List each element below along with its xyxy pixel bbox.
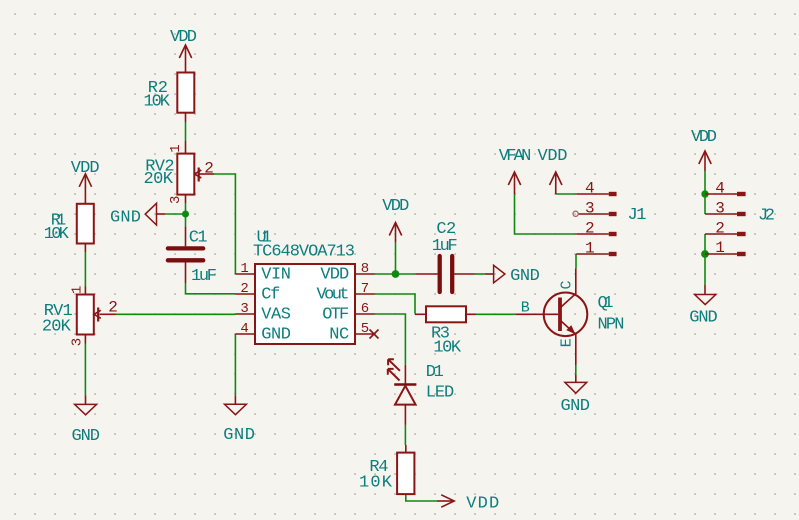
svg-text:Vout: Vout: [317, 286, 350, 305]
svg-text:3: 3: [70, 338, 86, 346]
svg-text:4: 4: [715, 179, 725, 197]
svg-text:LED: LED: [426, 384, 454, 403]
svg-text:J2: J2: [758, 207, 775, 226]
svg-text:J1: J1: [628, 206, 647, 225]
svg-text:2: 2: [715, 219, 725, 237]
svg-text:20K: 20K: [144, 170, 174, 189]
svg-text:RV2: RV2: [145, 158, 174, 177]
svg-text:R4: R4: [369, 458, 388, 477]
svg-text:NC: NC: [329, 326, 349, 345]
svg-text:C: C: [559, 280, 576, 289]
svg-text:10K: 10K: [359, 474, 393, 493]
svg-text:VDD: VDD: [170, 28, 197, 47]
svg-text:R2: R2: [148, 79, 168, 98]
svg-text:1: 1: [585, 239, 595, 257]
svg-text:VFAN: VFAN: [499, 147, 532, 166]
svg-text:GND: GND: [223, 426, 255, 445]
svg-text:R1: R1: [51, 212, 66, 231]
svg-text:3: 3: [585, 199, 595, 217]
svg-text:OTF: OTF: [322, 306, 349, 325]
svg-text:U1: U1: [257, 229, 273, 248]
svg-text:VDD: VDD: [71, 159, 100, 178]
svg-text:1uF: 1uF: [432, 237, 458, 256]
svg-text:GND: GND: [261, 326, 291, 345]
svg-text:3: 3: [240, 301, 248, 317]
svg-text:E: E: [559, 338, 576, 347]
svg-text:6: 6: [361, 301, 369, 317]
svg-text:Q1: Q1: [598, 294, 614, 313]
svg-text:4: 4: [240, 321, 248, 337]
svg-text:5: 5: [361, 321, 369, 337]
svg-text:7: 7: [361, 281, 369, 297]
svg-text:RV1: RV1: [44, 302, 73, 321]
svg-text:1: 1: [168, 144, 184, 152]
svg-text:D1: D1: [426, 363, 444, 382]
svg-text:GND: GND: [110, 209, 141, 228]
svg-text:B: B: [521, 300, 530, 317]
svg-text:1uF: 1uF: [191, 267, 217, 286]
svg-text:VAS: VAS: [261, 306, 291, 325]
svg-text:C1: C1: [189, 229, 208, 248]
svg-text:10K: 10K: [144, 93, 171, 112]
svg-text:2: 2: [108, 298, 118, 316]
svg-text:VDD: VDD: [320, 266, 349, 285]
svg-text:C2: C2: [436, 220, 456, 239]
svg-text:VDD: VDD: [382, 197, 409, 216]
svg-text:GND: GND: [72, 427, 101, 446]
svg-text:1: 1: [240, 261, 248, 277]
svg-text:NPN: NPN: [598, 316, 625, 335]
svg-text:VIN: VIN: [261, 266, 291, 285]
svg-text:1: 1: [715, 239, 725, 257]
svg-text:TC648VOA713: TC648VOA713: [253, 242, 355, 261]
svg-text:Cf: Cf: [261, 286, 280, 305]
svg-text:VDD: VDD: [538, 147, 568, 166]
svg-text:3: 3: [168, 196, 184, 204]
svg-text:2: 2: [240, 281, 248, 297]
svg-text:GND: GND: [561, 397, 591, 416]
svg-text:VDD: VDD: [691, 128, 717, 147]
svg-text:10K: 10K: [44, 225, 70, 244]
svg-text:20K: 20K: [42, 318, 72, 337]
svg-text:2: 2: [204, 159, 214, 177]
svg-text:R3: R3: [431, 325, 450, 344]
svg-text:8: 8: [361, 261, 369, 277]
svg-text:GND: GND: [510, 267, 540, 286]
svg-text:3: 3: [715, 199, 725, 217]
svg-text:10K: 10K: [433, 339, 461, 358]
svg-text:VDD: VDD: [466, 495, 499, 514]
svg-text:GND: GND: [689, 309, 718, 328]
svg-text:1: 1: [70, 286, 86, 294]
svg-text:4: 4: [585, 179, 595, 197]
svg-text:2: 2: [585, 219, 595, 237]
